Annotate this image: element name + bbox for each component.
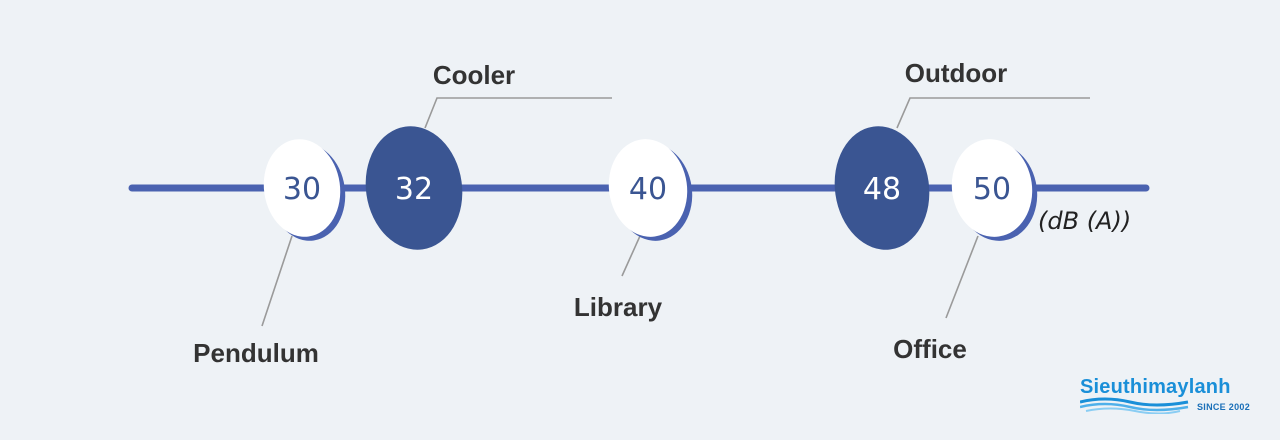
level-label: Outdoor <box>905 58 1008 88</box>
level-label: Pendulum <box>193 338 319 368</box>
leader-line <box>896 97 1090 129</box>
logo-name: Sieuthimaylanh <box>1080 376 1231 398</box>
leader-line <box>424 97 612 129</box>
level-value: 40 <box>629 172 667 207</box>
level-bubble-filled <box>834 126 930 250</box>
level-bubble <box>951 139 1033 237</box>
leader-line <box>621 235 641 277</box>
level-value: 32 <box>395 172 433 207</box>
level-value: 48 <box>863 172 901 207</box>
level-label: Office <box>893 334 967 364</box>
level-marker: 32 Cooler <box>365 60 612 250</box>
wave-icon <box>1080 397 1189 414</box>
level-bubble <box>263 139 341 237</box>
level-label: Library <box>574 292 663 322</box>
leader-line <box>261 235 293 327</box>
leader-line <box>945 235 979 319</box>
level-bubble-filled <box>365 126 463 250</box>
logo-tagline: SINCE 2002 <box>1196 402 1250 412</box>
brand-logo: Sieuthimaylanh SINCE 2002 <box>1080 376 1252 416</box>
level-label: Cooler <box>433 60 515 90</box>
level-value: 30 <box>283 172 321 207</box>
level-bubble <box>608 139 688 237</box>
level-value: 50 <box>973 172 1011 207</box>
unit-label: (dB (A)) <box>1038 207 1131 235</box>
level-marker: 48 Outdoor <box>834 58 1090 250</box>
